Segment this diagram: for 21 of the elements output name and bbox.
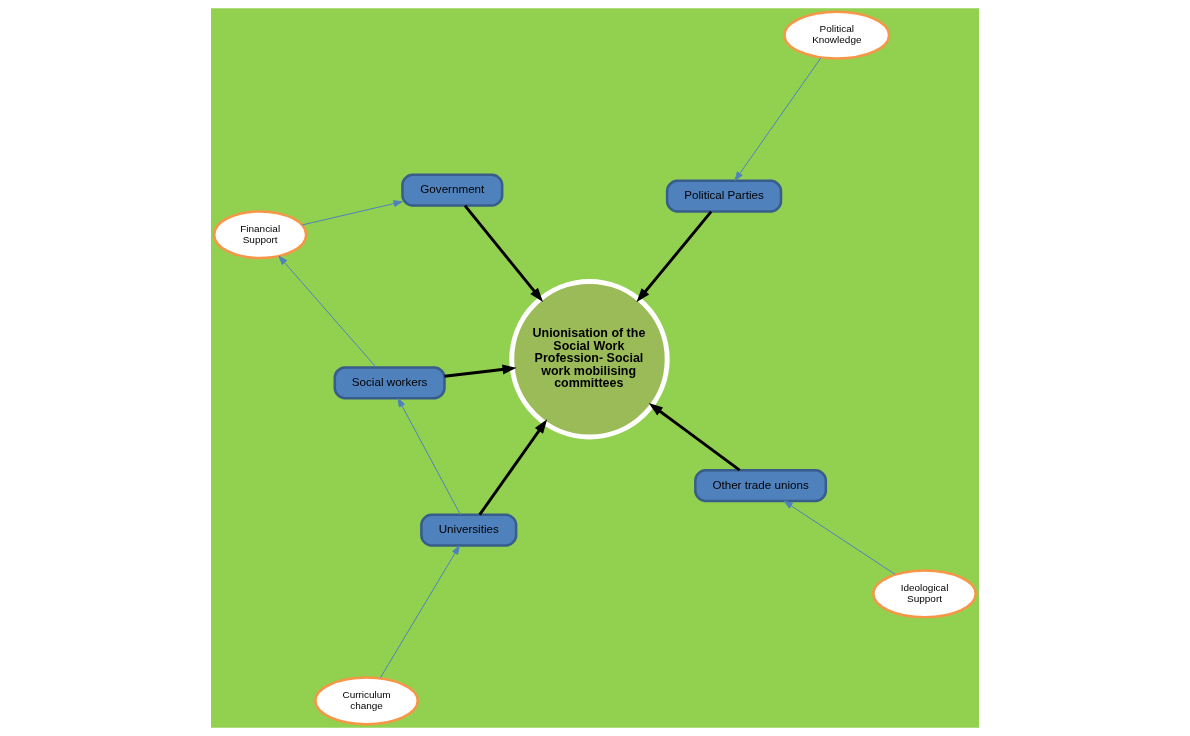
node-box: Other trade unions	[694, 469, 828, 503]
arrow	[379, 545, 460, 679]
node-box: Government	[401, 173, 504, 207]
arrow	[478, 419, 548, 516]
node-box: Universities	[420, 513, 518, 547]
node-ellipse: Curriculum change	[314, 676, 419, 726]
arrow	[734, 57, 822, 181]
node-ellipse: Political Knowledge	[783, 10, 891, 60]
node-ellipse: Ideological Support	[872, 569, 977, 619]
node-ellipse: Financial Support	[212, 210, 308, 260]
arrow	[648, 403, 741, 472]
arrow	[397, 397, 461, 516]
node-circle: Unionisation of the Social Work Profession- Social work mobilising committees	[509, 279, 670, 440]
arrow	[301, 200, 403, 226]
arrow	[444, 364, 517, 378]
node-box: Political Parties	[665, 179, 783, 213]
node-box: Social workers	[333, 366, 446, 400]
arrow	[783, 500, 896, 575]
arrow	[463, 204, 544, 302]
arrow	[278, 255, 377, 368]
arrow	[636, 210, 713, 303]
